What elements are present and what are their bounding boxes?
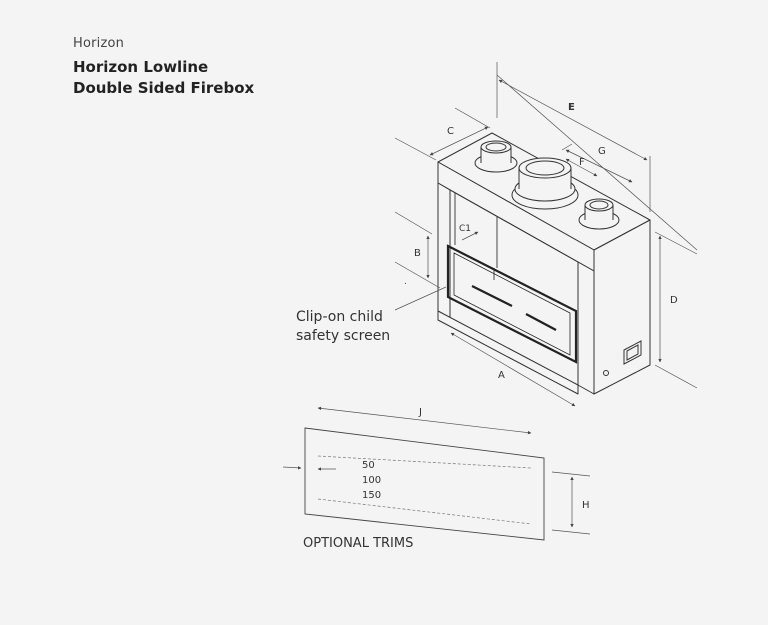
dimension-labels: E C G F C1 B D A	[414, 102, 678, 381]
dim-label-J: J	[418, 407, 422, 418]
dimension-lines	[394, 62, 698, 407]
dim-label-C: C	[447, 126, 454, 137]
dim-label-B: B	[414, 248, 421, 259]
dim-label-E: E	[568, 102, 575, 113]
dim-label-G: G	[598, 146, 606, 157]
product-title: Horizon Lowline Double Sided Firebox	[73, 57, 254, 99]
stray-dot: .	[404, 277, 407, 287]
safety-screen	[446, 244, 578, 364]
dim-label-D: D	[670, 295, 678, 306]
firebox-interior	[449, 189, 579, 268]
product-title-line-2: Double Sided Firebox	[73, 79, 255, 97]
control-knob	[603, 370, 609, 376]
firebox-right-column	[577, 261, 595, 395]
firebox-side-face	[593, 219, 651, 395]
optional-trims-label: OPTIONAL TRIMS	[303, 536, 413, 551]
product-title-line-1: Horizon Lowline	[73, 58, 209, 76]
trim-size-item: 150	[362, 490, 381, 501]
trim-dimension-lines	[282, 406, 591, 535]
callout-screen-line-1: Clip-on child	[296, 309, 383, 325]
flue-collar-center	[511, 157, 579, 210]
dim-label-C1: C1	[459, 224, 471, 234]
optional-trim-panel	[304, 427, 545, 541]
trim-size-list: 50 100 150	[362, 460, 381, 501]
brand-label: Horizon	[73, 36, 125, 51]
dim-label-H: H	[582, 500, 590, 511]
callout-screen-line-2: safety screen	[296, 328, 390, 344]
trim-size-item: 100	[362, 475, 381, 486]
dim-label-F: F	[579, 157, 585, 168]
flue-collar-left	[474, 140, 518, 173]
flue-collar-right	[578, 198, 620, 230]
dim-label-A: A	[498, 370, 505, 381]
trim-size-item: 50	[362, 460, 375, 471]
gas-connection-port	[623, 340, 642, 365]
